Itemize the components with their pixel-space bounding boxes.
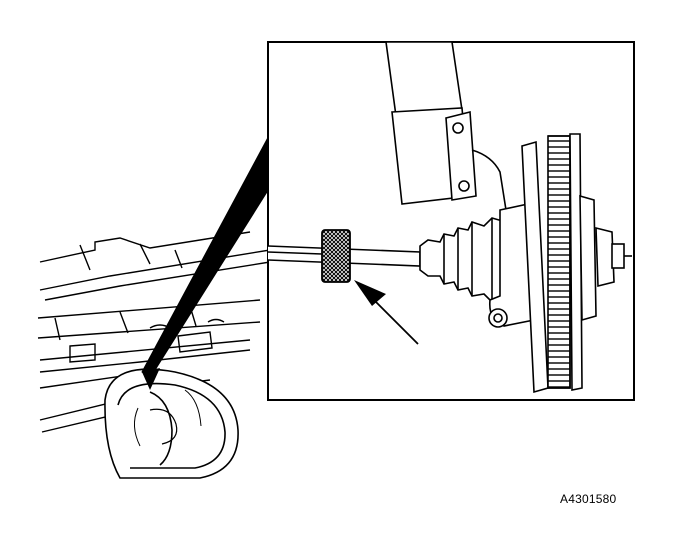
axle-nut xyxy=(579,194,632,322)
detail-view xyxy=(267,41,635,401)
cv-boot xyxy=(419,217,513,303)
strut xyxy=(385,41,507,211)
detail-leader-wedge xyxy=(141,129,273,379)
brake-rotor xyxy=(521,133,583,394)
wheel xyxy=(104,368,239,479)
leader-tip xyxy=(142,368,160,390)
callout-arrow xyxy=(354,280,419,345)
hub-knuckle xyxy=(488,203,535,328)
damper-weight xyxy=(321,229,351,283)
figure-reference-code: A4301580 xyxy=(560,492,617,506)
